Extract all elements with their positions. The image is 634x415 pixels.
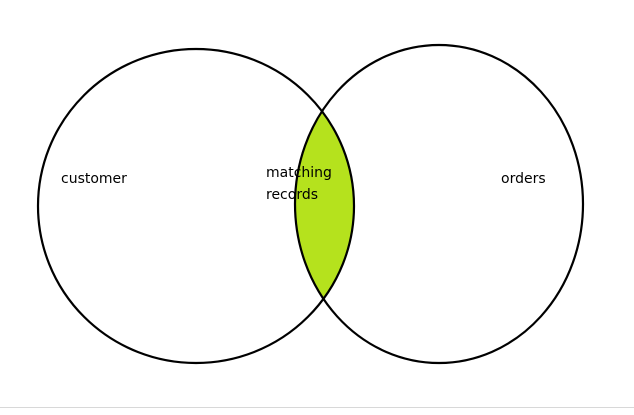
intersection-label-line1: matching xyxy=(266,165,332,181)
intersection-region xyxy=(295,49,354,363)
intersection-label-line2: records xyxy=(266,187,319,203)
right-set-circle xyxy=(293,43,585,365)
bottom-divider xyxy=(0,407,634,408)
left-set-circle xyxy=(36,47,356,365)
right-set-label: orders xyxy=(501,171,546,187)
intersection-label: matching records xyxy=(266,162,332,206)
left-set-label: customer xyxy=(61,171,127,187)
